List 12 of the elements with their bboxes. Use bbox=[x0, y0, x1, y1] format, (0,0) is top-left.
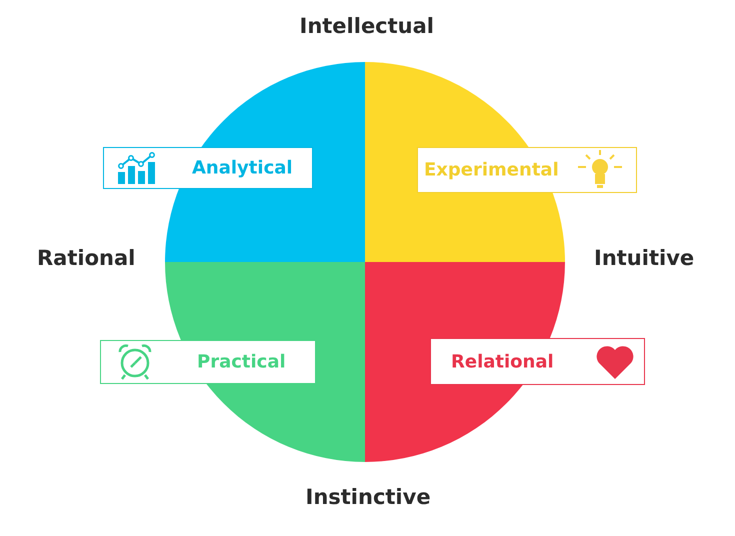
axis-label: Instinctive bbox=[306, 485, 431, 509]
quadrant-label-box bbox=[417, 147, 637, 193]
quadrant-label: Experimental bbox=[424, 160, 559, 180]
axis-label: Rational bbox=[37, 246, 136, 270]
axis-label: Intuitive bbox=[594, 246, 694, 270]
quadrant-label-box bbox=[103, 147, 313, 189]
axis-label: Intellectual bbox=[300, 14, 434, 38]
quadrant-label: Relational bbox=[451, 351, 554, 372]
quadrant-label: Analytical bbox=[192, 158, 293, 178]
quadrant-label-box bbox=[100, 340, 316, 384]
quadrant-label: Practical bbox=[197, 352, 286, 372]
quadrant-label-box bbox=[430, 338, 645, 385]
